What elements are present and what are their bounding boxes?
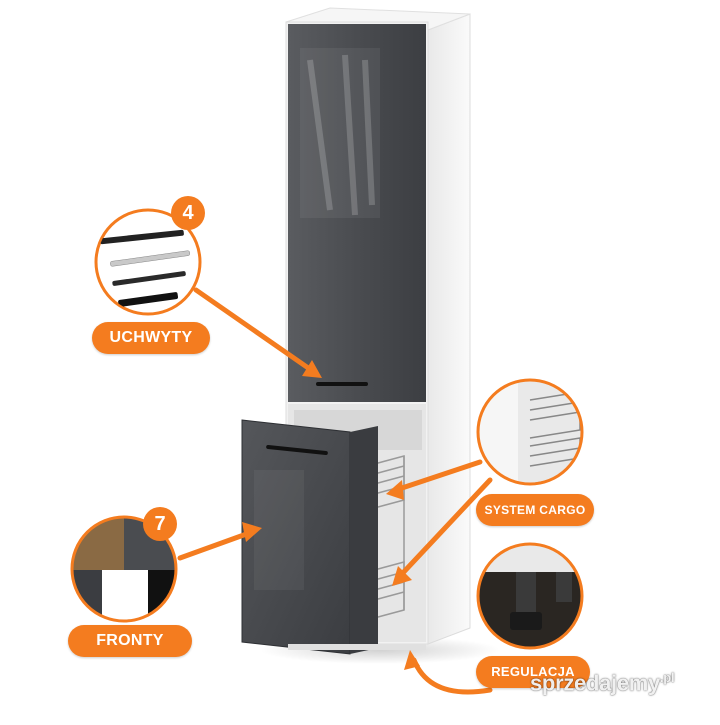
handle-sample-4	[118, 292, 179, 307]
fronts-label: FRONTY	[68, 625, 192, 657]
handle-sample-3	[112, 271, 186, 286]
upper-door-handle	[316, 382, 368, 386]
plinth	[288, 644, 426, 650]
system-cargo-label: SYSTEM CARGO	[476, 494, 594, 526]
swatch-white	[102, 570, 148, 620]
handles-circle	[94, 208, 202, 316]
handle-sample-1	[100, 229, 184, 245]
arrow-cargo-upper	[393, 459, 483, 493]
watermark-text: sprzedajemy	[530, 670, 660, 696]
arrow-cargo-lower	[397, 477, 493, 579]
arrow-fronts	[177, 529, 255, 561]
arrow-handles	[193, 287, 317, 375]
arrow-adjustment	[411, 657, 493, 695]
cabinet-side-panel	[427, 13, 471, 645]
drawer-handle	[266, 444, 328, 456]
upper-door	[288, 24, 426, 402]
watermark: sprzedajemy.pl	[530, 670, 675, 696]
handle-sample-2	[110, 250, 191, 267]
adjustment-label: REGULACJA	[476, 656, 590, 688]
handles-count-badge: 4	[171, 196, 205, 230]
drawer-edge	[350, 426, 378, 654]
door-reflection	[307, 54, 375, 216]
arrows	[177, 287, 493, 695]
cargo-circle	[476, 378, 584, 486]
leveling-foot	[516, 572, 536, 616]
watermark-tld: .pl	[660, 670, 675, 685]
fronts-count-badge: 7	[143, 507, 177, 541]
fronts-circle	[70, 515, 178, 623]
adjustment-circle	[476, 542, 584, 650]
handles-label: UCHWYTY	[92, 322, 210, 354]
